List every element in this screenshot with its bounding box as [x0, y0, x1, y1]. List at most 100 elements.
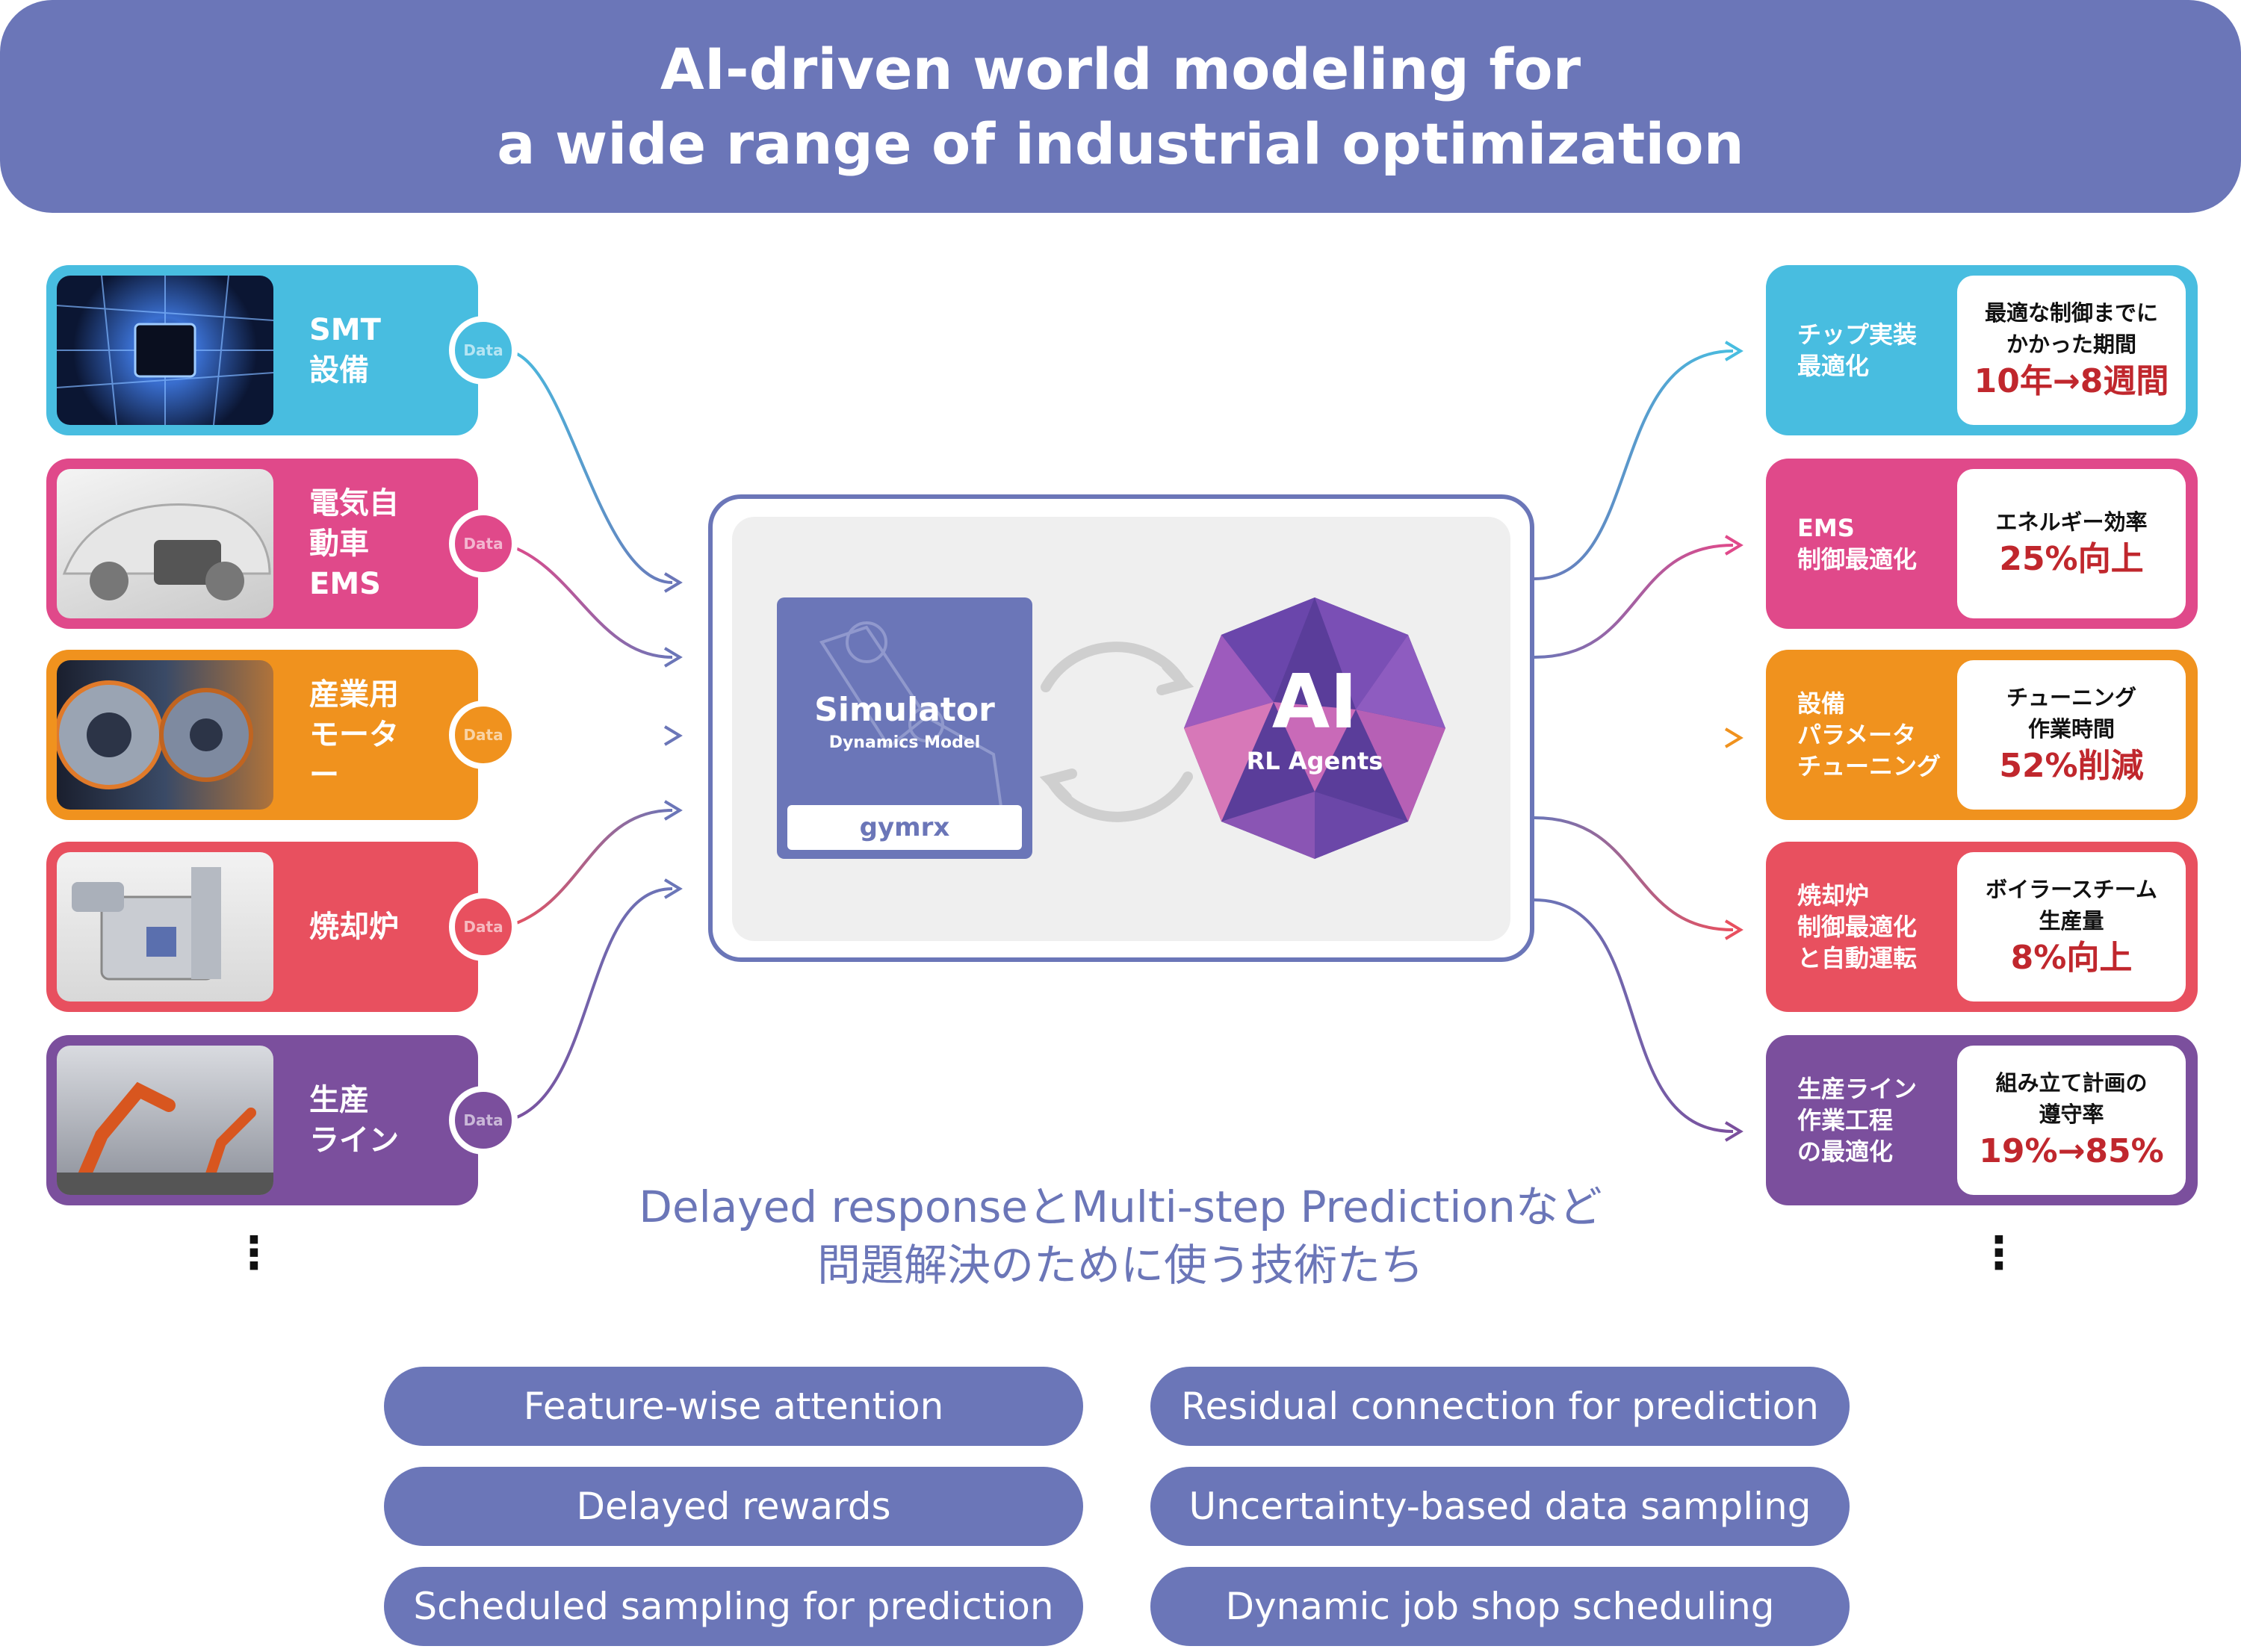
techniques-caption-line2: 問題解決のために使う技術たち [816, 1240, 1424, 1291]
input-label-line2: ライン [309, 1123, 399, 1158]
ai-polygon-sphere-icon [1184, 597, 1445, 859]
technique-pill: Scheduled sampling for prediction [384, 1567, 1083, 1646]
technique-pill: Feature-wise attention [384, 1367, 1083, 1446]
motor-photo [57, 660, 273, 810]
output-value: 8%向上 [2010, 939, 2133, 977]
link-smt [507, 350, 673, 584]
input-ellipsis: ⋮ [232, 1227, 276, 1279]
output-card-1: EMS 制御最適化 エネルギー効率 25%向上 [1766, 459, 2198, 629]
data-badge: Data [449, 509, 518, 578]
chip-photo [57, 276, 273, 425]
input-label-line2: 設備 [309, 353, 369, 388]
output-label: 作業工程 [1797, 1106, 1894, 1134]
output-metric: チューニング 作業時間 [2006, 685, 2136, 742]
cycle-arrows-icon [1039, 642, 1194, 822]
output-ellipsis: ⋮ [1977, 1227, 2021, 1279]
input-card-smt: SMT 設備 Data [46, 265, 518, 435]
output-label: 焼却炉 [1797, 881, 1870, 910]
input-label-line1: 生産 [309, 1083, 369, 1117]
output-label: 生産ライン [1797, 1075, 1918, 1103]
out-link-4 [1534, 898, 1734, 1133]
output-result: 組み立て計画の 遵守率 19%→85% [1957, 1046, 2186, 1195]
ai-subtitle: RL Agents [1246, 747, 1383, 775]
input-card-ev: 電気自動車 EMS Data [46, 459, 518, 629]
input-card-incinerator: 焼却炉 Data [46, 842, 518, 1012]
output-label: 制御最適化 [1797, 913, 1918, 941]
input-label-line2: EMS [309, 567, 381, 601]
output-label: 制御最適化 [1797, 545, 1918, 574]
output-result: エネルギー効率 25%向上 [1957, 469, 2186, 618]
output-label: チップ実装 [1797, 320, 1918, 349]
output-card-0: チップ実装 最適化 最適な制御までに かかった期間 10年→8週間 [1766, 265, 2198, 435]
out-link-3 [1534, 816, 1734, 931]
car-icon [62, 503, 271, 600]
production-line-photo [57, 1046, 273, 1195]
technique-pill: Dynamic job shop scheduling [1150, 1567, 1850, 1646]
output-label: 設備 [1797, 689, 1846, 718]
output-metric: エネルギー効率 [1995, 509, 2148, 535]
out-arrow-1 [1724, 535, 1743, 556]
output-card-4: 生産ライン 作業工程 の最適化 組み立て計画の 遵守率 19%→85% [1766, 1035, 2198, 1205]
output-label: と自動運転 [1797, 944, 1918, 972]
output-metric: 最適な制御までに かかった期間 [1984, 300, 2158, 357]
out-link-0 [1534, 350, 1734, 580]
output-label: EMS [1797, 514, 1855, 542]
link-line [507, 887, 673, 1122]
title-banner: AI-driven world modeling for a wide rang… [0, 0, 2241, 213]
out-link-1 [1534, 544, 1734, 659]
output-result: チューニング 作業時間 52%削減 [1957, 660, 2186, 810]
input-label-line1: 電気自動車 [309, 486, 399, 561]
motor-icon [57, 680, 253, 789]
incinerator-photo [57, 852, 273, 1002]
output-label: の最適化 [1797, 1137, 1894, 1166]
output-metric: 組み立て計画の 遵守率 [1995, 1070, 2148, 1127]
input-label-line1: 焼却炉 [309, 910, 399, 944]
arrow-line [663, 878, 683, 899]
output-value: 10年→8週間 [1974, 362, 2169, 400]
output-card-3: 焼却炉 制御最適化 と自動運転 ボイラースチーム 生産量 8%向上 [1766, 842, 2198, 1012]
link-ev [507, 544, 673, 659]
out-arrow-2 [1724, 727, 1743, 748]
output-value: 25%向上 [1999, 540, 2144, 578]
simulator-title: Simulator [814, 691, 995, 729]
gymrx-label: gymrx [787, 805, 1022, 850]
arrow-motor [663, 725, 683, 746]
input-label-line1: SMT [309, 313, 381, 347]
output-value: 52%削減 [1999, 747, 2144, 785]
output-metric: ボイラースチーム 生産量 [1986, 877, 2157, 934]
output-label: チューニング [1797, 752, 1941, 780]
simulator-subtitle: Dynamics Model [828, 733, 981, 752]
input-card-line: 生産 ライン Data [46, 1035, 518, 1205]
output-label: パラメータ [1797, 721, 1917, 749]
arrow-ev [663, 647, 683, 668]
arrow-smt [663, 572, 683, 593]
output-card-2: 設備 パラメータ チューニング チューニング 作業時間 52%削減 [1766, 650, 2198, 820]
output-result: 最適な制御までに かかった期間 10年→8週間 [1957, 276, 2186, 425]
data-badge: Data [449, 1086, 518, 1155]
output-value: 19%→85% [1979, 1132, 2164, 1170]
out-arrow-0 [1724, 341, 1743, 361]
technique-pill: Uncertainty-based data sampling [1150, 1467, 1850, 1546]
techniques-caption-line1: Delayed responseとMulti-step Predictionなど [639, 1181, 1602, 1232]
output-result: ボイラースチーム 生産量 8%向上 [1957, 852, 2186, 1002]
technique-pill: Delayed rewards [384, 1467, 1083, 1546]
title-line-1: AI-driven world modeling for [660, 35, 1581, 102]
input-label-line1: 産業用 [309, 677, 399, 712]
machine-icon [72, 867, 221, 981]
link-incinerator [507, 809, 673, 928]
data-badge: Data [449, 701, 518, 769]
out-arrow-3 [1724, 919, 1743, 940]
input-label-line2: モーター [309, 718, 399, 792]
ai-title: AI [1271, 658, 1358, 745]
arrow-incinerator [663, 800, 683, 821]
chip-icon [57, 276, 273, 425]
robot-arm-icon [57, 1081, 273, 1195]
title-line-2: a wide range of industrial optimization [497, 110, 1744, 177]
ev-photo [57, 469, 273, 618]
data-badge: Data [449, 316, 518, 385]
technique-pill: Residual connection for prediction [1150, 1367, 1850, 1446]
out-arrow-4 [1724, 1121, 1743, 1142]
data-badge: Data [449, 892, 518, 961]
output-label: 最適化 [1797, 352, 1870, 380]
